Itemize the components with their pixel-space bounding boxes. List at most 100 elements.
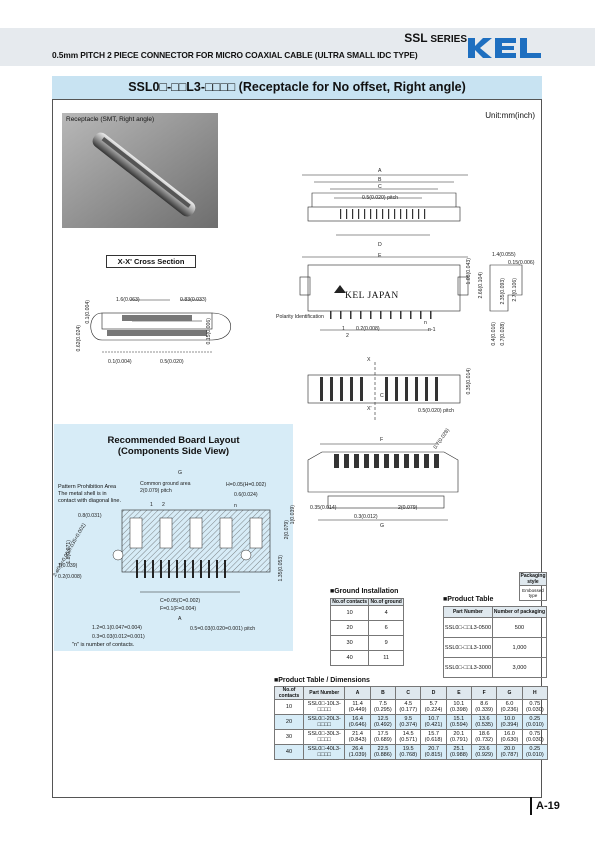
cell: 10 [329,605,370,621]
cell: 15.7 (0.618) [420,729,447,745]
dimensions-table: No.of contacts Part Number A B C D E F G… [273,686,549,760]
col-header: No.of ground [368,598,404,606]
col-header: F [471,686,498,700]
cell: SSL0□-□□L3-1000 [443,637,493,658]
dim-label: D [378,242,382,248]
dim-label: C=0.05(C=0.002) [160,598,201,604]
cell: SSL0□-30L3-□□□□ [303,729,346,745]
top-view-drawing [299,174,523,420]
dim-label: F=0.1(F=0.004) [160,606,197,612]
dim-label: 0.15(0.006) [206,318,212,345]
dim-label: 0.15(0.006) [508,260,535,266]
dim-label: A [178,616,182,622]
dim-label: A [378,168,382,174]
cell: 10 [273,699,305,715]
col-header: D [420,686,447,700]
col-header: G [496,686,523,700]
dim-label: 0.2(0.008) [356,326,380,332]
dim-label: E [378,253,382,259]
cell: 9.5 (0.374) [395,714,422,730]
board-footnote: "n" is number of contacts. [72,642,135,648]
kel-logo [468,38,541,58]
dim-label: 0.35(0.014) [466,368,472,395]
unit-label: Unit:mm(inch) [485,111,535,120]
cell: 20.1 (0.791) [445,729,473,745]
cell: 0.25 (0.010) [521,714,549,730]
cell: 25.1 (0.988) [445,744,473,760]
cell: 8.6 (0.339) [471,699,498,715]
cross-section-label: X-X' Cross Section [106,255,196,268]
cell: SSL0□-20L3-□□□□ [303,714,346,730]
cell: 4.5 (0.177) [395,699,422,715]
cell: SSL0□-40L3-□□□□ [303,744,346,760]
cell: 21.4 (0.843) [344,729,371,745]
dim-label: 0.2(0.008) [58,574,82,580]
cell: 10.1 (0.398) [445,699,473,715]
cross-section-drawing [90,299,231,353]
dim-label: 0.1(0.004) [108,359,132,365]
dim-label: n-1 [428,327,436,333]
cell: 16.4 (0.646) [344,714,371,730]
dim-label: 1(0.039) [290,505,296,525]
cell: 6.0 (0.236) [496,699,523,715]
col-header: No.of contacts [273,686,305,700]
dim-label: 0.5=0.03(0.020=0.001) pitch [190,626,256,632]
cell: 14.5 (0.571) [395,729,422,745]
dim-label: n [234,503,237,509]
polarity-label: Polarity Identification [276,314,324,320]
cell: 20 [273,714,305,730]
cell: 17.5 (0.689) [369,729,397,745]
dim-label: 0.62(0.024) [76,325,82,352]
col-header: Part Number [443,606,493,618]
cell: 30 [273,729,305,745]
dim-label: 2(0.079) pitch [140,488,172,494]
cell: 10.7 (0.421) [420,714,447,730]
cell: 9 [368,635,404,651]
dim-label: 1 [150,502,153,508]
col-header: No.of contacts [329,598,370,606]
col-header: Part Number [303,686,346,700]
cell: 5.7 (0.224) [420,699,447,715]
cell: 0.75 (0.030) [521,729,549,745]
dim-label: 0.5(0.020) [160,359,184,365]
dim-label: n [424,320,427,326]
dim-label: 1(0.039) [58,563,78,569]
col-header: A [344,686,371,700]
dim-label: 2 [162,502,165,508]
dim-label: 0.7(0.028) [500,322,506,346]
col-header: Number of packaging [491,606,548,618]
dim-label: 1.2=0.1(0.047=0.004) [92,625,142,631]
dim-label: 0.1(0.004) [85,300,91,324]
dim-label: 0.3=0.03(0.012=0.001) [92,634,145,640]
dim-label: G [178,470,183,476]
dim-label: 1.6(0.063) [116,297,140,303]
dim-label: 0.8(0.031) [78,513,102,519]
packaging-style-table: Packaging style Embossed type [519,572,547,601]
cell: 19.5 (0.768) [395,744,422,760]
cell: SSL0□-□□L3-3000 [443,657,493,678]
dim-label: H=0.05(H=0.002) [226,482,267,488]
ground-caption: ■Ground Installation [330,588,399,595]
col-header: H [521,686,549,700]
page-title: SSL0□-□□L3-□□□□ (Receptacle for No offse… [128,80,466,94]
cell: 23.6 (0.929) [471,744,498,760]
dim-label: X' [367,406,372,412]
board-layout-drawing [112,509,271,593]
cell: 20.0 (0.787) [496,744,523,760]
cell: 40 [329,650,370,666]
cell: 0.25 (0.010) [521,744,549,760]
dim-label: 2(0.079) [398,505,418,511]
dim-label: Common ground area [140,481,191,487]
cell: 4 [368,605,404,621]
dims-caption: ■Product Table / Dimensions [274,677,370,684]
cell: 12.5 (0.492) [369,714,397,730]
dim-label: 0.5(0.020) pitch [362,195,399,201]
board-layout-title: Recommended Board Layout(Components Side… [107,435,240,457]
col-header: Packaging style [519,572,547,586]
lower-view-drawing [307,443,459,521]
